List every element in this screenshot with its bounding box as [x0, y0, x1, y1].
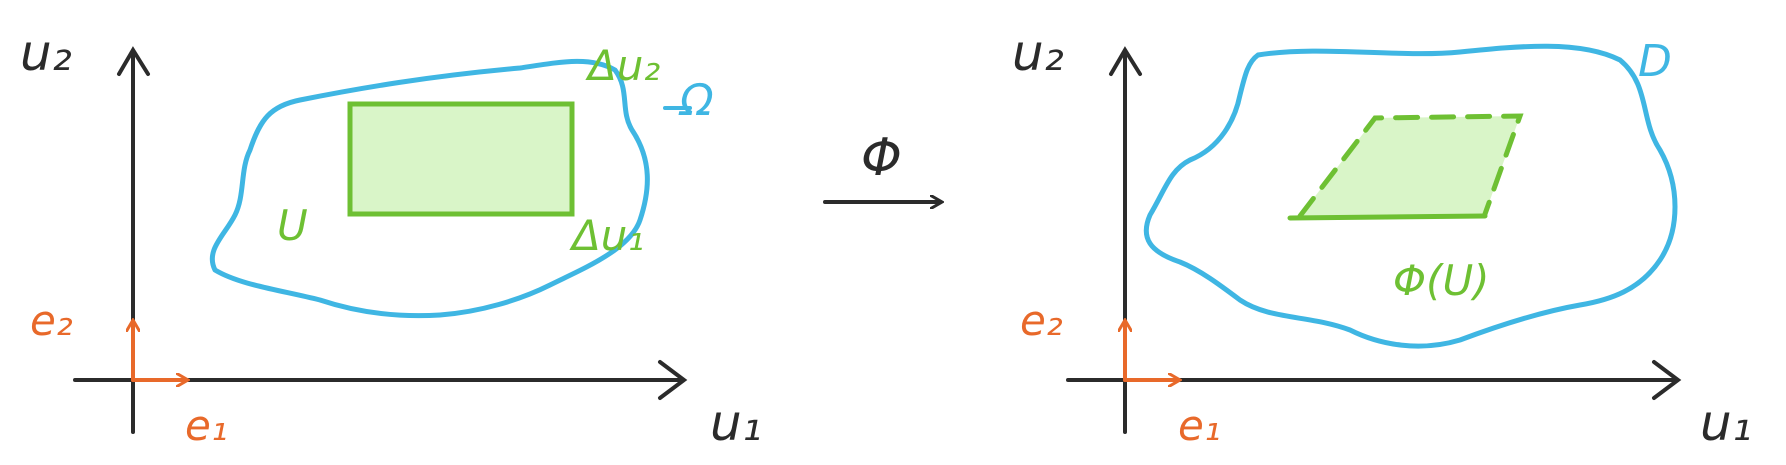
left-y-axis-label: u₂	[20, 24, 72, 82]
left-basis-e1-label: e₁	[185, 401, 228, 450]
right-y-axis-label: u₂	[1012, 24, 1064, 82]
patch-phi-u-dashed-outline	[1297, 113, 1524, 219]
left-y-axis-arrowhead-icon	[117, 46, 150, 76]
right-x-axis-arrowhead-icon	[1652, 360, 1682, 400]
patch-phi-u-base-edge	[1287, 213, 1488, 221]
right-axes	[1066, 46, 1682, 434]
right-basis-e1-label: e₁	[1178, 401, 1221, 450]
left-basis-vectors	[133, 322, 186, 380]
right-basis-e2-label: e₂	[1020, 296, 1063, 345]
region-omega-boundary	[209, 59, 650, 319]
left-x-axis-arrowhead-icon	[658, 360, 688, 400]
delta-u1-label: Δu₁	[569, 211, 644, 260]
right-y-axis-arrowhead-icon	[1109, 46, 1142, 76]
left-x-axis-label: u₁	[710, 394, 762, 452]
region-omega-label: Ω	[678, 75, 714, 126]
mapping-phi-label: Φ	[861, 128, 902, 188]
region-d-label: D	[1638, 36, 1672, 87]
region-d-boundary	[1143, 43, 1678, 349]
patch-phi-u-fill	[1300, 116, 1520, 216]
mapping: Φ	[823, 128, 940, 202]
right-basis-vectors	[1125, 322, 1178, 380]
left-panel: u₂ u₁ Ω U Δu₂ Δu₁ e₂ e₁	[20, 24, 762, 452]
right-x-axis-label: u₁	[1700, 394, 1752, 452]
left-basis-e2-label: e₂	[30, 296, 73, 345]
right-panel: u₂ u₁ D Φ(U) e₂ e₁	[1012, 24, 1752, 452]
patch-u-rectangle	[347, 101, 575, 217]
patch-u-label: U	[277, 201, 308, 250]
patch-phi-u-label: Φ(U)	[1393, 256, 1490, 305]
delta-u2-label: Δu₂	[585, 41, 660, 90]
